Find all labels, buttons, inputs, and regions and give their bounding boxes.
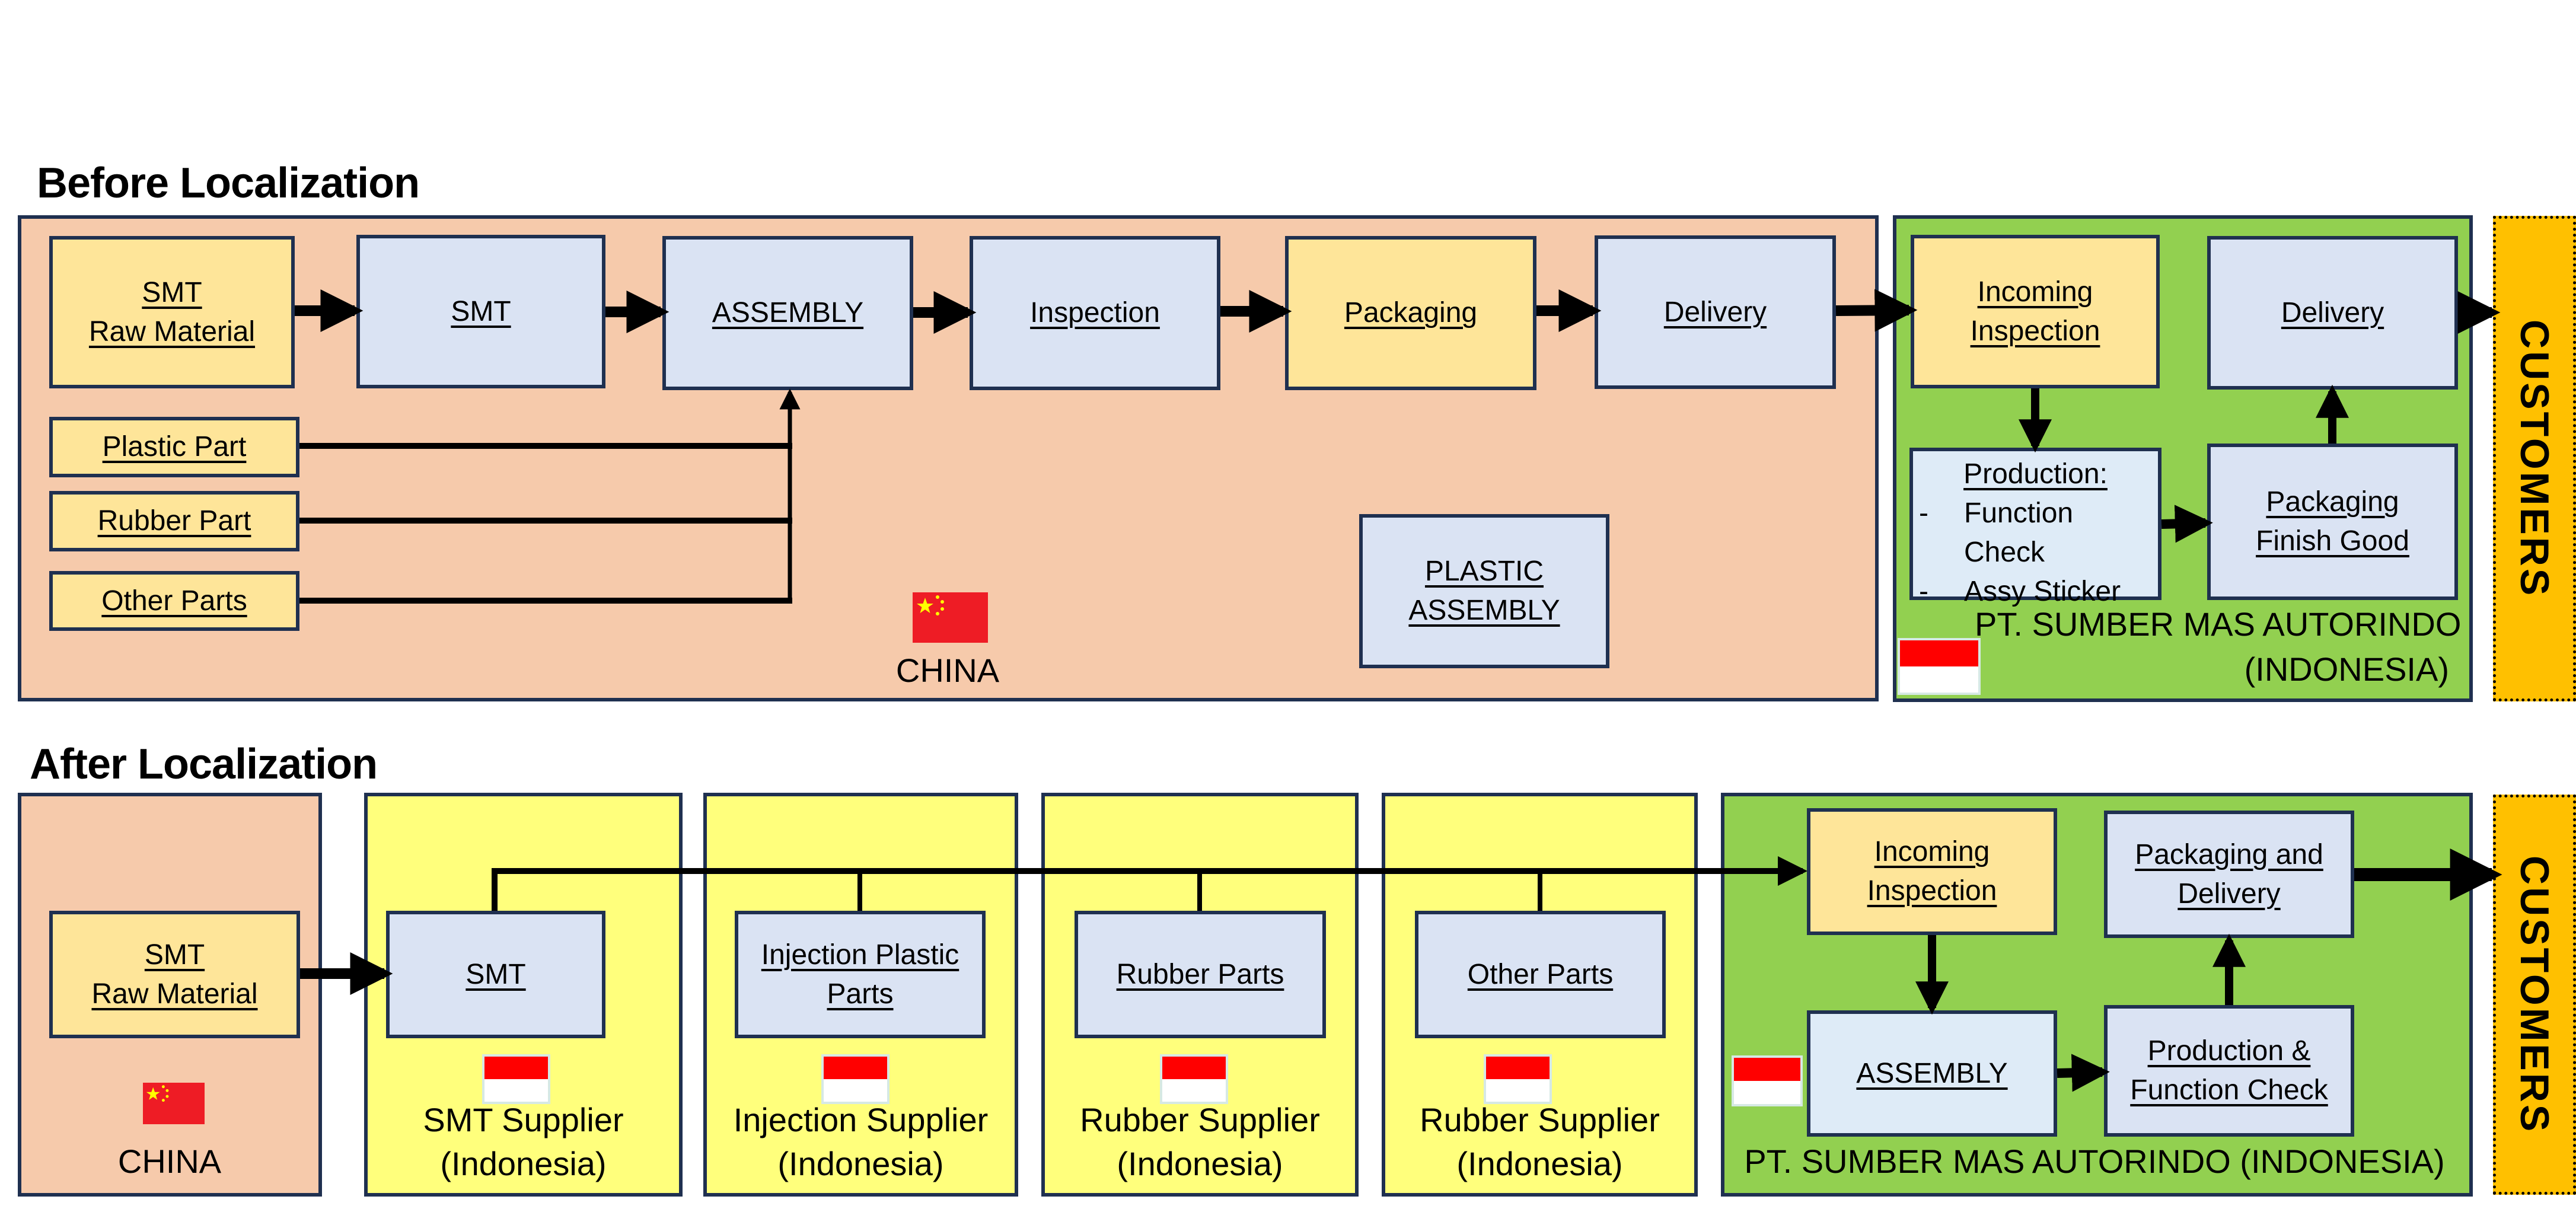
box-line: Plastic Part [102,431,247,462]
supplier-other-box: Other Parts [1415,911,1666,1038]
after-smt-raw-material-box: SMT Raw Material [49,911,300,1038]
box-line: ASSEMBLY [712,297,864,328]
before-production-box: Production: - Function Check - Assy Stic… [1909,448,2161,607]
bullet-dash: - [1919,576,1928,607]
box-line: Rubber Part [97,505,251,537]
box-line: Incoming [1874,836,1990,867]
before-incoming-inspection-box: Incoming Inspection [1911,235,2160,388]
box-line: ASSEMBLY [1408,595,1560,626]
supplier-rubber-country: (Indonesia) [1117,1145,1283,1182]
china-flag-stars [917,595,944,615]
item-text: Assy Sticker [1964,576,2121,607]
box-line: Packaging and [2135,838,2323,870]
supplier-injection-country: (Indonesia) [777,1145,944,1182]
box-line: Delivery [1663,296,1767,328]
box-line: Raw Material [88,315,256,347]
arrow-delivery-to-incoming [1835,289,1918,332]
after-company-label: PT. SUMBER MAS AUTORINDO (INDONESIA) [1744,1143,2445,1180]
after-assembly-box: ASSEMBLY [1807,1010,2057,1137]
box-line: Other Parts [1467,958,1614,990]
flag-indonesia-icon [482,1054,550,1104]
supplier-other-label: Rubber Supplier [1420,1101,1660,1138]
supplier-rubber-label: Rubber Supplier [1080,1101,1320,1138]
box-line: Packaging [2266,486,2399,518]
flag-indonesia-icon [821,1054,890,1104]
supplier-smt-box: SMT [386,911,605,1038]
before-smt-raw-material-box: SMT Raw Material [49,236,295,388]
before-localization-title: Before Localization [37,160,420,207]
before-china-label: CHINA [895,652,1000,689]
supplier-injection-box: Injection Plastic Parts [735,911,986,1038]
before-packaging-finish-good-box: Packaging Finish Good [2207,444,2458,600]
before-company-line1: PT. SUMBER MAS AUTORINDO [1975,605,2462,643]
supplier-smt-country: (Indonesia) [440,1145,607,1182]
supplier-smt-label: SMT Supplier [423,1101,624,1138]
bullet-dash: - [1919,497,1928,529]
production-item: - Assy Sticker [1913,572,2158,611]
box-line: Delivery [2178,878,2281,910]
flag-china-icon [913,592,988,643]
box-line: Production & [2147,1035,2311,1067]
flag-indonesia-icon [1484,1054,1552,1104]
box-line: Inspection [1867,875,1997,907]
arrow-suppliers-to-incoming [492,856,1808,911]
supplier-injection-label: Injection Supplier [733,1101,989,1138]
box-line: Function Check [2130,1074,2328,1106]
before-inspection-box: Inspection [970,236,1220,390]
production-item: Check [1913,533,2158,572]
china-flag-stars [146,1085,169,1102]
customers-label: CUSTOMERS [2512,855,2557,1134]
after-production-check-box: Production & Function Check [2104,1005,2354,1137]
flag-china-icon [143,1083,205,1124]
after-customers-bar: CUSTOMERS [2493,795,2576,1195]
box-line: PLASTIC [1424,556,1544,587]
flag-indonesia-icon [1732,1055,1803,1106]
customers-label: CUSTOMERS [2512,319,2557,598]
supplier-other-country: (Indonesia) [1456,1145,1623,1182]
box-line: SMT [142,276,202,308]
after-china-label: CHINA [117,1143,222,1180]
production-heading: Production: [1963,458,2108,490]
before-rubber-part-box: Rubber Part [49,491,299,551]
item-text: Check [1964,537,2045,568]
box-line: Rubber Parts [1116,958,1284,990]
flag-indonesia-icon [1898,638,1981,695]
box-line: Packaging [1344,297,1478,328]
box-line: Injection Plastic [761,939,959,971]
supplier-rubber-box: Rubber Parts [1075,911,1326,1038]
box-line: Other Parts [101,585,247,617]
before-other-parts-box: Other Parts [49,571,299,631]
flag-indonesia-icon [1160,1054,1228,1104]
box-line: Raw Material [91,978,258,1010]
box-line: SMT [466,958,526,990]
box-line: Parts [827,978,894,1010]
arrow-production-to-packaging [2161,505,2213,543]
before-packaging-box: Packaging [1285,236,1536,390]
box-line: ASSEMBLY [1856,1057,2008,1089]
before-plastic-part-box: Plastic Part [49,417,299,477]
before-indonesia-delivery-box: Delivery [2207,236,2458,390]
production-item: - Function [1913,494,2158,533]
after-localization-title: After Localization [30,741,378,788]
item-text: Function [1964,497,2074,529]
after-packaging-delivery-box: Packaging and Delivery [2104,811,2354,938]
box-line: Inspection [1970,315,2100,347]
box-line: Incoming [1977,276,2093,308]
before-company-line2: (INDONESIA) [2244,650,2449,688]
box-line: SMT [144,939,205,971]
arrow-assembly-to-production [2057,1054,2110,1092]
box-line: Inspection [1030,297,1160,328]
after-incoming-inspection-box: Incoming Inspection [1807,808,2057,935]
box-line: Delivery [2281,296,2384,328]
before-customers-bar: CUSTOMERS [2493,216,2576,701]
before-plastic-assembly-box: PLASTIC ASSEMBLY [1359,514,1609,668]
before-delivery-box: Delivery [1595,235,1836,389]
box-line: SMT [451,295,511,327]
box-line: Finish Good [2256,525,2409,557]
